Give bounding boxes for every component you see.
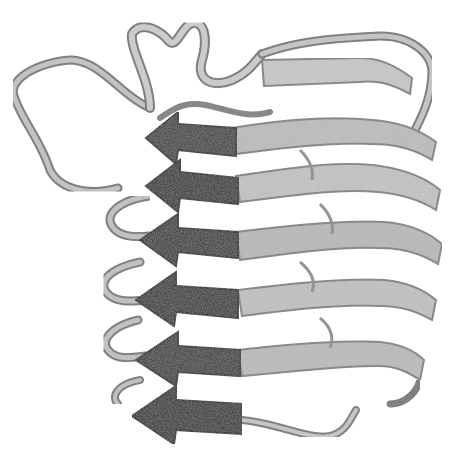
light-strand-5 xyxy=(238,280,436,320)
dark-strand-2 xyxy=(146,160,238,212)
light-strand-1 xyxy=(262,58,412,94)
dark-strand-3 xyxy=(140,214,238,266)
dark-strand-6 xyxy=(132,386,242,444)
dark-strand-group xyxy=(132,112,242,444)
light-ribbon-group xyxy=(232,58,442,380)
top-left-loop xyxy=(13,60,150,191)
light-strand-3 xyxy=(236,164,440,210)
light-strand-4 xyxy=(236,222,442,264)
bottom-loop-group xyxy=(242,380,420,437)
dark-strand-4 xyxy=(136,272,238,326)
dark-strand-5 xyxy=(136,332,240,386)
light-strand-2 xyxy=(232,118,436,160)
